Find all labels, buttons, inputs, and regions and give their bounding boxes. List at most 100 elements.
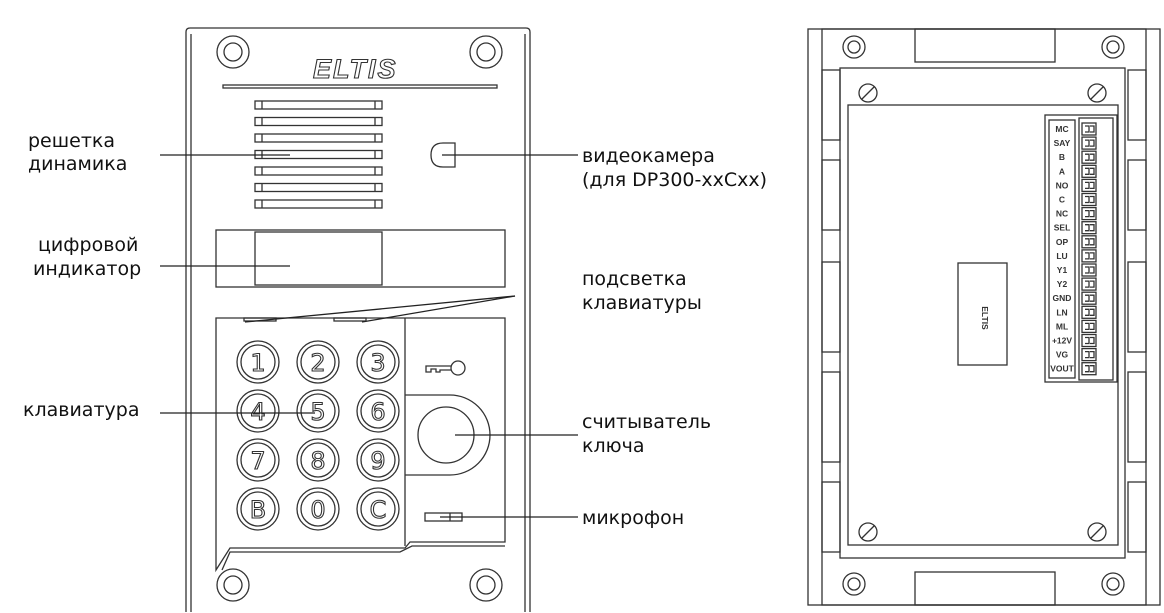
label-keypad-backlight-2: клавиатуры: [582, 292, 702, 314]
grille-slot: [254, 199, 383, 209]
leader-lines: [160, 154, 578, 518]
grille-slot: [254, 133, 383, 143]
terminal-vg: VG: [1056, 347, 1097, 362]
mounting-screw: [842, 572, 866, 596]
key-6[interactable]: 6: [356, 389, 400, 433]
grille-slot: [254, 116, 383, 127]
key-label: 8: [310, 447, 325, 475]
label-speaker-grille-2: динамика: [28, 153, 127, 175]
side-slot: [1127, 69, 1147, 141]
mounting-screw: [469, 568, 503, 602]
terminal-label: SAY: [1054, 138, 1071, 148]
side-slot: [821, 481, 841, 553]
key-3[interactable]: 3: [356, 340, 400, 384]
side-slot: [1127, 261, 1147, 353]
key-label: 1: [250, 349, 265, 377]
side-slot: [1127, 481, 1147, 553]
mounting-screw: [469, 35, 503, 69]
terminal-label: C: [1059, 195, 1065, 205]
terminal-12v: +12V: [1052, 333, 1097, 348]
key-C[interactable]: C: [356, 487, 400, 531]
terminal-a: A: [1059, 164, 1097, 178]
terminal-gnd: GND: [1053, 291, 1097, 305]
label-digital-display-2: индикатор: [33, 258, 141, 280]
terminal-no: NO: [1056, 178, 1097, 193]
terminal-label: Y1: [1057, 265, 1068, 275]
terminal-y1: Y1: [1057, 263, 1097, 277]
screw-head: [858, 522, 878, 542]
terminal-label: LN: [1056, 307, 1067, 317]
key-0[interactable]: 0: [296, 487, 340, 531]
terminal-mc: MC: [1055, 122, 1097, 136]
key-9[interactable]: 9: [356, 438, 400, 482]
terminal-say: SAY: [1054, 136, 1097, 150]
key-8[interactable]: 8: [296, 438, 340, 482]
grille-slot: [254, 182, 383, 193]
label-key-reader-2: ключа: [582, 435, 644, 457]
label-speaker-grille-1: решетка: [28, 130, 115, 152]
terminal-op: OP: [1056, 235, 1097, 249]
terminal-label: NC: [1056, 209, 1068, 219]
key-7[interactable]: 7: [236, 438, 280, 482]
key-2[interactable]: 2: [296, 340, 340, 384]
terminal-nc: NC: [1056, 206, 1097, 221]
terminal-label: MC: [1055, 124, 1068, 134]
screw-head: [1087, 522, 1107, 542]
grille-slot: [254, 100, 383, 110]
screw-head: [858, 83, 878, 103]
terminal-c: C: [1059, 192, 1097, 207]
sticker-logo: ELTIS: [980, 306, 990, 330]
key-label: 4: [250, 398, 265, 426]
terminal-ln: LN: [1056, 305, 1097, 319]
keypad: 1 2 3 4 5 6 7 8 9B 0 C: [236, 340, 400, 531]
key-5[interactable]: 5: [296, 389, 340, 433]
side-slot: [821, 261, 841, 353]
terminal-label: VG: [1056, 350, 1069, 360]
speaker-grille: [254, 100, 383, 209]
mounting-screw: [1101, 572, 1125, 596]
terminal-sel: SEL: [1054, 221, 1097, 235]
sticker: ELTIS: [957, 262, 1008, 366]
key-4[interactable]: 4: [236, 389, 280, 433]
side-slot: [821, 159, 841, 231]
mounting-screw: [1101, 35, 1125, 59]
terminal-label: A: [1059, 166, 1065, 176]
terminal-lu: LU: [1056, 249, 1097, 263]
front-panel: ELTIS 1 2 3 4 5 6 7 8 9B 0 C: [185, 27, 531, 612]
terminal-ml: ML: [1056, 319, 1097, 334]
key-B[interactable]: B: [236, 487, 280, 531]
screw-head: [1087, 83, 1107, 103]
key-label: 6: [370, 398, 385, 426]
key-icon: [425, 360, 466, 376]
label-video-camera-1: видеокамера: [582, 145, 715, 167]
terminal-label: GND: [1053, 293, 1072, 303]
key-label: 3: [370, 349, 385, 377]
side-slot: [821, 69, 841, 141]
key-label: 0: [310, 496, 325, 524]
label-microphone: микрофон: [582, 507, 684, 529]
digital-display: [215, 229, 506, 288]
side-slot: [1127, 159, 1147, 231]
terminal-label: +12V: [1052, 336, 1072, 346]
video-camera: [430, 142, 456, 168]
brand-logo: ELTIS: [313, 54, 398, 84]
label-keypad: клавиатура: [23, 399, 139, 421]
terminal-label: B: [1059, 152, 1065, 162]
side-slot: [1127, 371, 1147, 463]
terminal-b: B: [1059, 150, 1097, 164]
key-label: C: [370, 496, 387, 524]
terminal-label: ML: [1056, 321, 1068, 331]
key-1[interactable]: 1: [236, 340, 280, 384]
terminal-label: LU: [1056, 251, 1067, 261]
terminal-y2: Y2: [1057, 277, 1097, 291]
terminal-label: VOUT: [1050, 364, 1074, 374]
label-video-camera-2: (для DP300-xxCxx): [582, 169, 767, 191]
terminal-label: SEL: [1054, 223, 1071, 233]
mounting-screw: [216, 568, 250, 602]
key-label: 2: [310, 349, 325, 377]
mounting-screw: [842, 35, 866, 59]
terminal-label: NO: [1056, 180, 1069, 190]
